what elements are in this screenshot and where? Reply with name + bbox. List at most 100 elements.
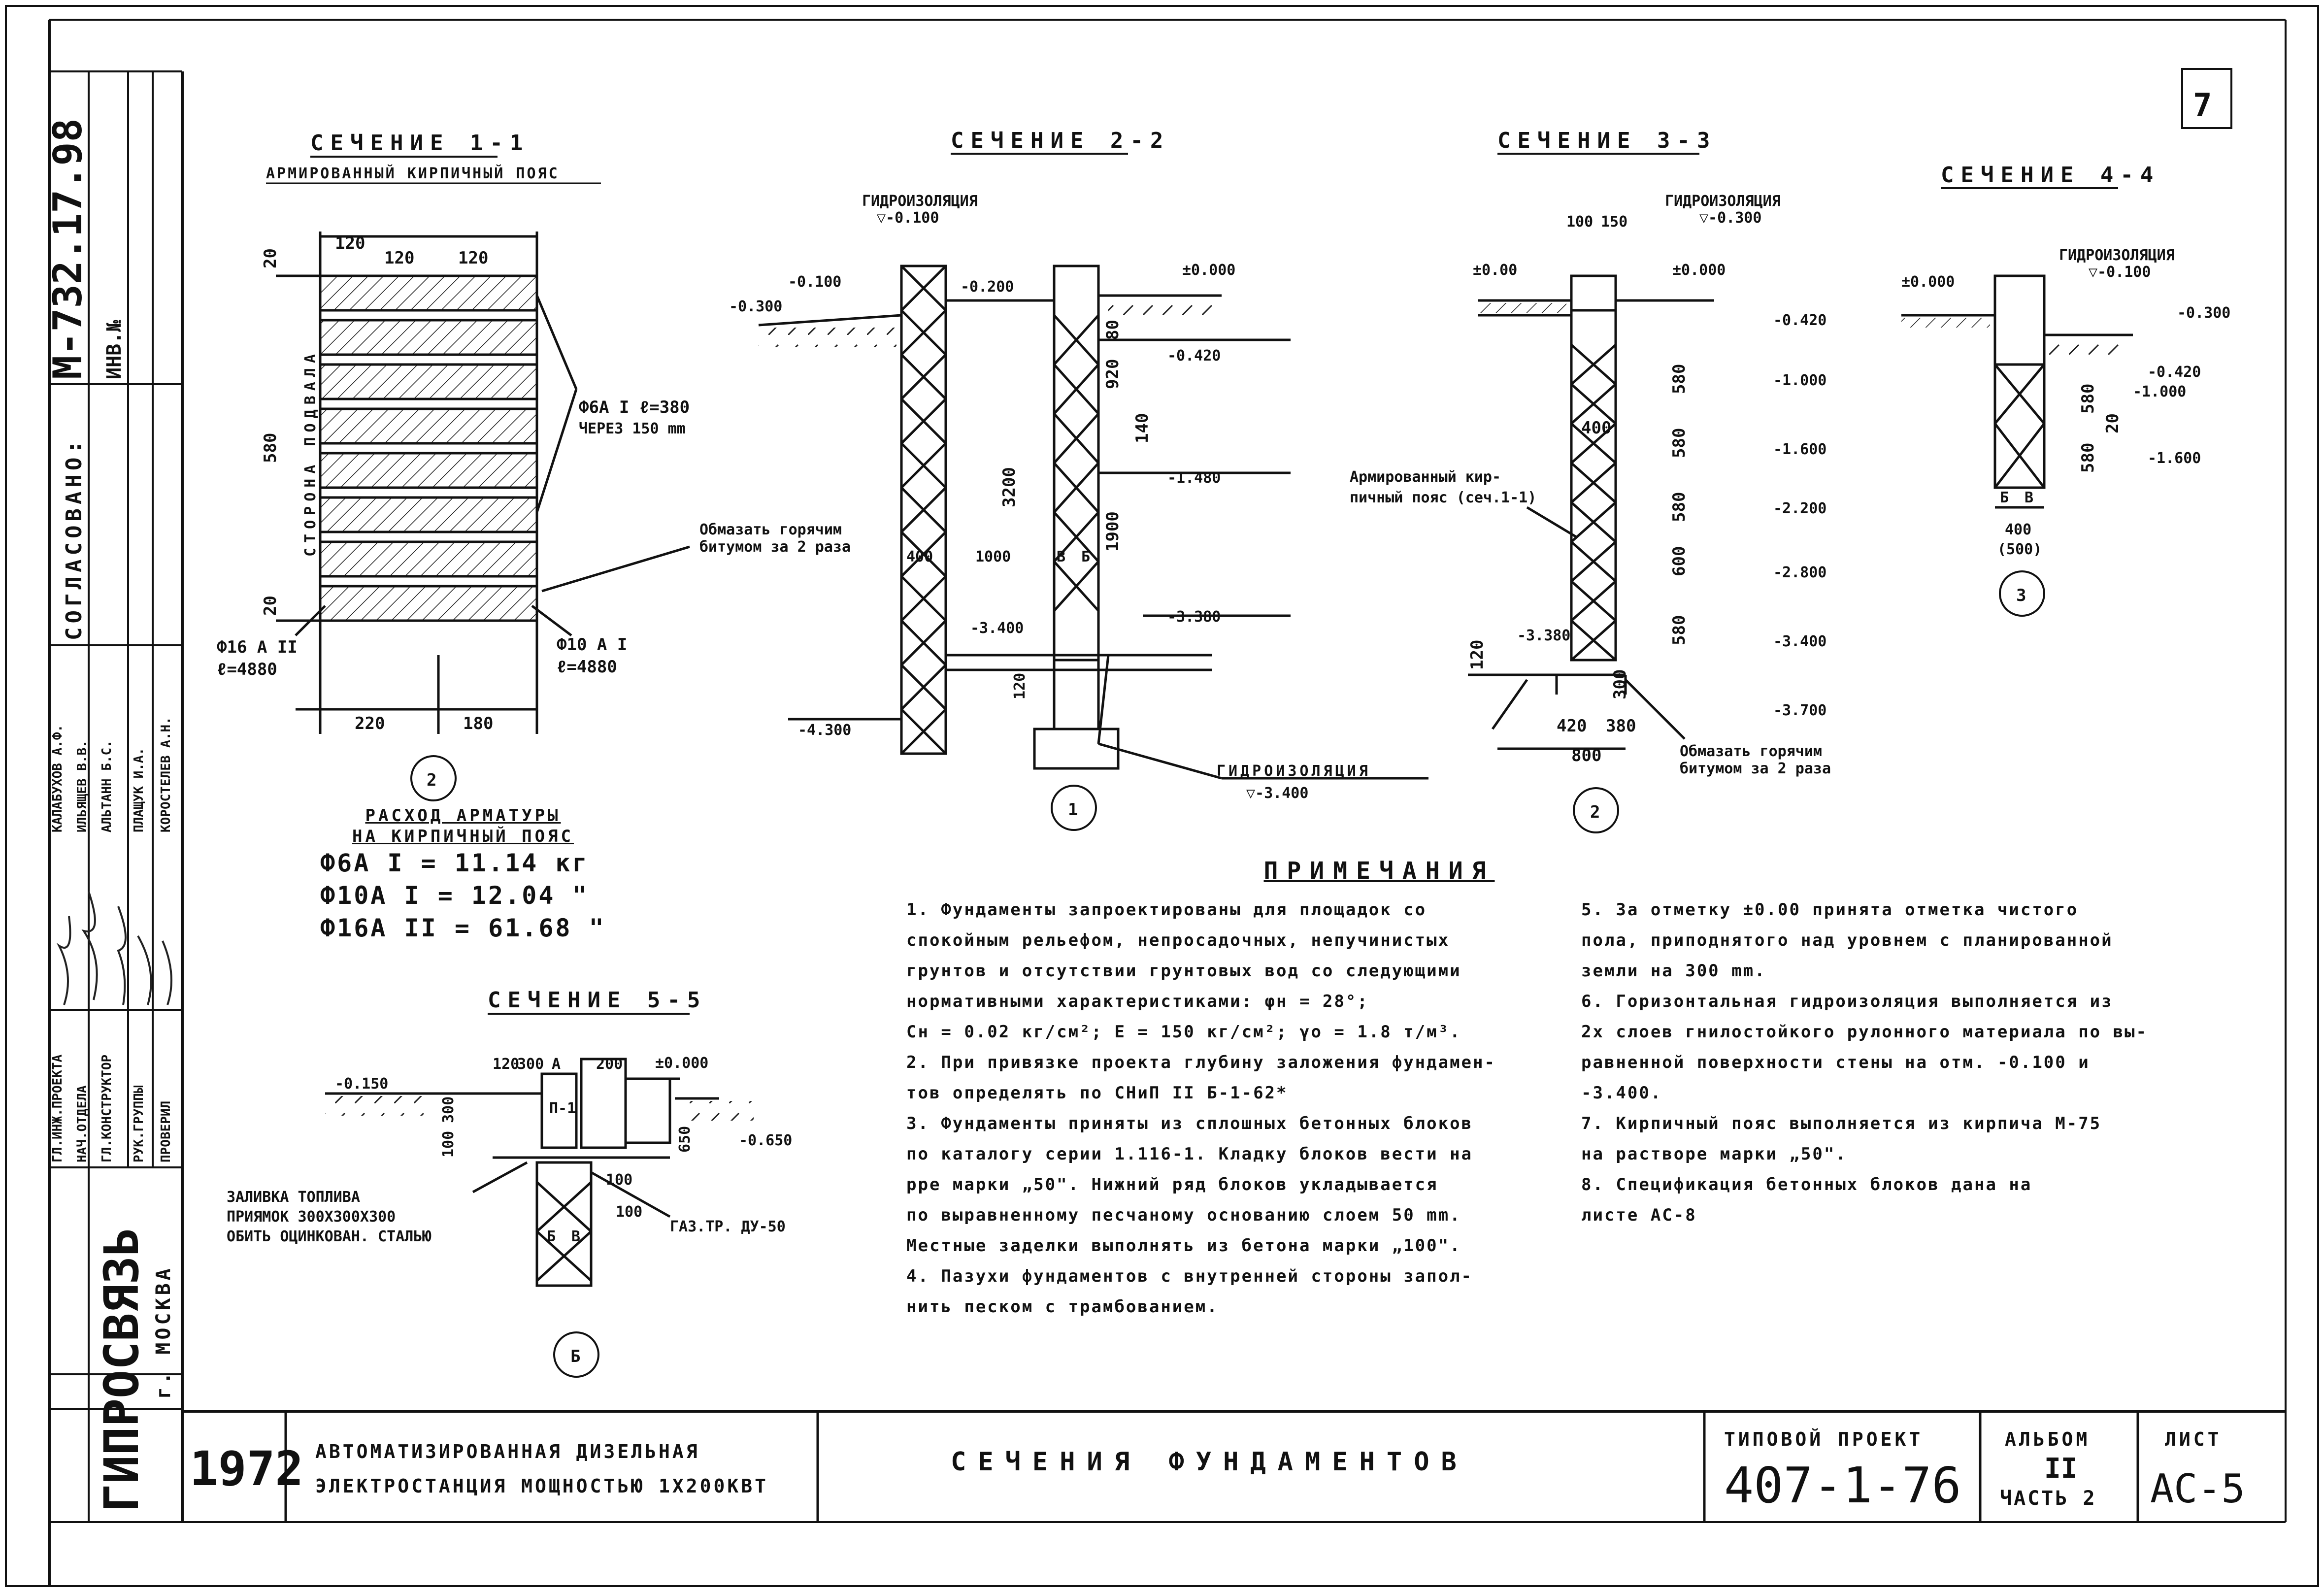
section-5-5-title: СЕЧЕНИЕ 5-5	[488, 988, 707, 1013]
note-line: Сн = 0.02 кг/см²; Е = 150 кг/см²; γо = 1…	[906, 1022, 1461, 1042]
dim-500-4: (500)	[1997, 541, 2042, 558]
note-line: по выравненному песчаному основанию слое…	[906, 1205, 1461, 1225]
dim-400: 400	[906, 548, 933, 565]
level-2200-3: -2.200	[1773, 500, 1826, 517]
bitumen-coat-3: Обмазать горячим	[1680, 743, 1822, 760]
section-1-1-subtitle: АРМИРОВАННЫЙ КИРПИЧНЫЙ ПОЯС	[266, 165, 560, 182]
dim-220: 220	[355, 714, 385, 733]
label-a-5: А	[552, 1056, 561, 1073]
bottom-hydro-label: ГИДРОИЗОЛЯЦИЯ	[1217, 763, 1371, 780]
hydro-label-4: ГИДРОИЗОЛЯЦИЯ	[2059, 247, 2175, 264]
rebar-6a-spacing: ЧЕРЕЗ 150 mm	[579, 420, 686, 437]
belt-label: Армированный кир-	[1350, 468, 1501, 486]
dim-80: 80	[1103, 320, 1123, 340]
album-number: II	[2044, 1453, 2077, 1485]
block-label-v-4: В	[2025, 489, 2033, 506]
dim-150-3: 150	[1601, 213, 1627, 231]
dim-800: 800	[1571, 746, 1601, 765]
level-0420: -0.420	[1167, 347, 1221, 365]
staff-name-5: КОРОСТЕЛЕВ А.Н.	[159, 717, 173, 832]
hydro-label-3: ГИДРОИЗОЛЯЦИЯ	[1665, 193, 1781, 210]
section-1-1-title: СЕЧЕНИЕ 1-1	[310, 131, 530, 156]
bitumen-coat-3b: битумом за 2 раза	[1680, 760, 1831, 777]
note-line: 2х слоев гнилостойкого рулонного материа…	[1581, 1022, 2148, 1042]
note-line: нить песком с трамбованием.	[906, 1297, 1219, 1317]
belt-label-2: пичный пояс (сеч.1-1)	[1350, 489, 1536, 506]
fuel-fill-label: ЗАЛИВКА ТОПЛИВА	[227, 1189, 360, 1206]
level-1600-4: -1.600	[2148, 450, 2201, 467]
level-000a: ±0.00	[1473, 262, 1517, 279]
dim-300-5: 300	[517, 1056, 544, 1073]
bitumen-coat-label: Обмазать горячим	[699, 521, 842, 538]
project-number: 407-1-76	[1724, 1457, 1961, 1514]
note-line: грунтов и отсутствии грунтовых вод со сл…	[906, 961, 1461, 981]
dim-1900: 1900	[1103, 511, 1123, 552]
sheet-number: АС-5	[2150, 1466, 2245, 1512]
slab-p1-label: П-1	[549, 1100, 576, 1117]
level-0150-5: -0.150	[335, 1075, 388, 1093]
sheet-corner-number: 7	[2193, 87, 2212, 124]
section-3-3-title: СЕЧЕНИЕ 3-3	[1497, 128, 1717, 153]
level-4300: -4.300	[798, 722, 851, 739]
note-line: равненной поверхности стены на отм. -0.1…	[1581, 1053, 2090, 1072]
dim-120-3: 120	[1467, 640, 1487, 670]
block-label-b-5: Б	[547, 1228, 556, 1245]
dim-180: 180	[463, 714, 493, 733]
dim-20-4: 20	[2103, 413, 2123, 433]
approved-label: СОГЛАСОВАНО:	[62, 436, 87, 640]
notes-title: ПРИМЕЧАНИЯ	[1263, 857, 1495, 885]
rebar-consumption-title: РАСХОД АРМАТУРЫ	[365, 806, 561, 826]
note-line: листе АС-8	[1581, 1205, 1697, 1225]
sheet-frame	[5, 5, 2319, 1587]
dim-100-5: 100	[440, 1131, 457, 1158]
dim-100b-5: 100	[606, 1171, 632, 1189]
rebar-16a-label: Ф16 А II	[217, 637, 298, 657]
dim-300-3: 300	[1610, 669, 1630, 699]
level-1000-4: -1.000	[2133, 383, 2186, 400]
object-title-line2: ЭЛЕКТРОСТАНЦИЯ МОЩНОСТЬЮ 1Х200КВТ	[315, 1475, 768, 1497]
fuel-fill-steel: ОБИТЬ ОЦИНКОВАН. СТАЛЬЮ	[227, 1228, 432, 1245]
dim-120-c: 120	[458, 248, 488, 268]
level-0000-4: ±0.000	[1901, 273, 1955, 291]
rebar-16a-length: ℓ=4880	[217, 660, 277, 679]
level-0420-4: -0.420	[2148, 364, 2201, 381]
section-2-2-title: СЕЧЕНИЕ 2-2	[951, 128, 1170, 153]
section-5-5: СЕЧЕНИЕ 5-5 -0.150 ±0.000 -0.650 120 300…	[227, 988, 792, 1378]
dim-400-4: 400	[2005, 521, 2031, 538]
hydro-level-4: ▽-0.100	[2089, 264, 2151, 281]
section-1-1-marker: 2	[427, 770, 436, 790]
dim-120-a: 120	[335, 233, 365, 253]
note-line: тов определять по СНиП II Б-1-62*	[906, 1083, 1288, 1103]
dim-100c-5: 100	[616, 1203, 642, 1221]
inventory-label: ИНВ.№	[103, 320, 126, 379]
note-line: по каталогу серии 1.116-1. Кладку блоков…	[906, 1144, 1473, 1164]
section-1-1: СЕЧЕНИЕ 1-1 АРМИРОВАННЫЙ КИРПИЧНЫЙ ПОЯС	[217, 131, 851, 801]
section-2-2-marker: 1	[1068, 800, 1078, 820]
rebar-consumption: РАСХОД АРМАТУРЫ НА КИРПИЧНЫЙ ПОЯС Ф6А I …	[310, 805, 616, 944]
dim-580-c: 580	[1669, 492, 1689, 522]
year: 1972	[190, 1441, 303, 1496]
note-line: 1. Фундаменты запроектированы для площад…	[906, 900, 1427, 920]
album-label: АЛЬБОМ	[2005, 1428, 2090, 1450]
basement-side-label: СТОРОНА ПОДВАЛА	[302, 349, 319, 557]
level-3380-3: -3.380	[1517, 627, 1570, 644]
dim-300b-5: 300	[440, 1096, 457, 1123]
level-m0300: -0.300	[729, 298, 782, 315]
level-2800-3: -2.800	[1773, 564, 1826, 581]
note-line: Местные заделки выполнять из бетона марк…	[906, 1236, 1461, 1256]
note-line: 3. Фундаменты приняты из сплошных бетонн…	[906, 1114, 1473, 1133]
dim-650-5: 650	[676, 1126, 694, 1153]
staff-roles: ГЛ.ИНЖ.ПРОЕКТА НАЧ.ОТДЕЛА ГЛ.КОНСТРУКТОР…	[50, 717, 173, 1162]
fuel-fill-pit: ПРИЯМОК 300Х300Х300	[227, 1208, 396, 1226]
dim-580-d: 580	[1669, 615, 1689, 645]
staff-name-1: КАЛАБУХОВ А.Ф.	[50, 725, 65, 832]
dim-3200: 3200	[999, 467, 1019, 507]
organization-name: ГИПРОСВЯЗЬ	[94, 1227, 149, 1512]
section-3-3-marker: 2	[1590, 802, 1600, 822]
archive-code: М-732.17.98	[45, 118, 91, 379]
dim-580-a: 580	[1669, 364, 1689, 394]
level-3400-3: -3.400	[1773, 633, 1826, 650]
staff-name-4: ПЛАЩУК И.А.	[132, 748, 146, 832]
level-3380: -3.380	[1167, 608, 1221, 626]
note-line: 5. За отметку ±0.00 принята отметка чист…	[1581, 900, 2079, 920]
